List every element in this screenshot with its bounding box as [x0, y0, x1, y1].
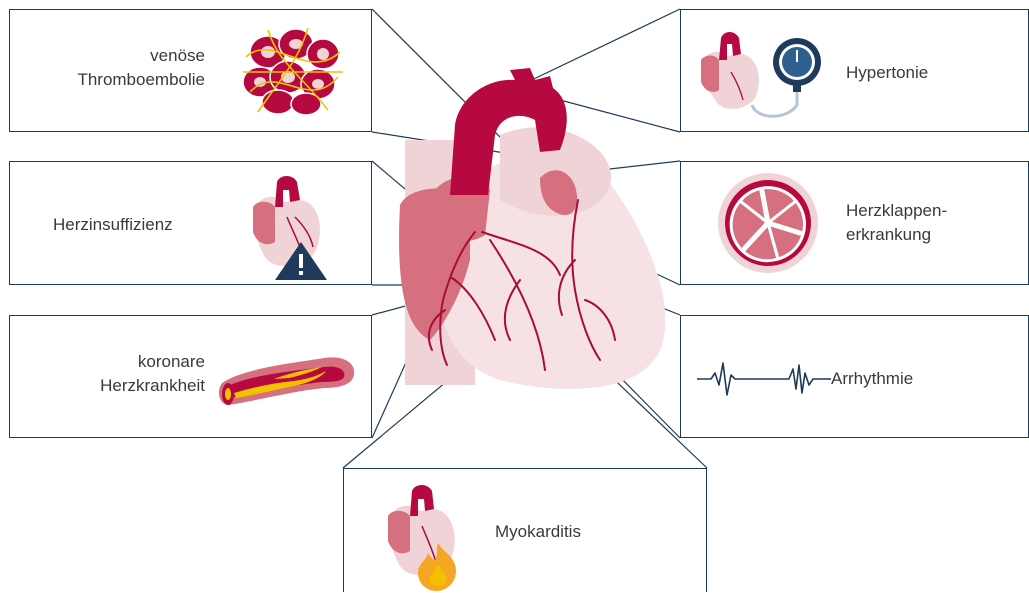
ecg-wave-icon — [697, 359, 837, 399]
condition-box-vte: venöse Thromboembolie — [9, 9, 372, 132]
heart-failure-label: Herzinsuffizienz — [53, 213, 173, 237]
artery-plaque-icon — [214, 343, 364, 413]
blood-clot-icon — [238, 22, 348, 117]
myocarditis-label: Myokarditis — [495, 520, 581, 544]
heart-flame-icon — [382, 481, 467, 593]
arrhythmia-label: Arrhythmie — [831, 367, 913, 391]
condition-box-valve-disease: Herzklappen- erkrankung — [680, 161, 1029, 285]
hypertension-label: Hypertonie — [846, 61, 928, 85]
chd-label-line2: Herzkrankheit — [25, 374, 205, 398]
condition-box-hypertension: Hypertonie — [680, 9, 1029, 132]
condition-box-heart-failure: Herzinsuffizienz — [9, 161, 372, 285]
heart — [399, 68, 665, 389]
valve-label-line1: Herzklappen- — [846, 199, 947, 223]
connector-htn-top — [515, 9, 680, 88]
blood-pressure-gauge-icon — [697, 20, 827, 120]
vte-label-line2: Thromboembolie — [25, 68, 205, 92]
heart-valve-icon — [716, 171, 820, 275]
vte-label-line1: venöse — [25, 44, 205, 68]
chd-label-line1: koronare — [25, 350, 205, 374]
heart-warning-icon — [245, 172, 330, 282]
condition-box-myocarditis: Myokarditis — [343, 468, 707, 592]
condition-box-chd: koronare Herzkrankheit — [9, 315, 372, 438]
condition-box-arrhythmia: Arrhythmie — [680, 315, 1029, 438]
valve-label-line2: erkrankung — [846, 223, 947, 247]
